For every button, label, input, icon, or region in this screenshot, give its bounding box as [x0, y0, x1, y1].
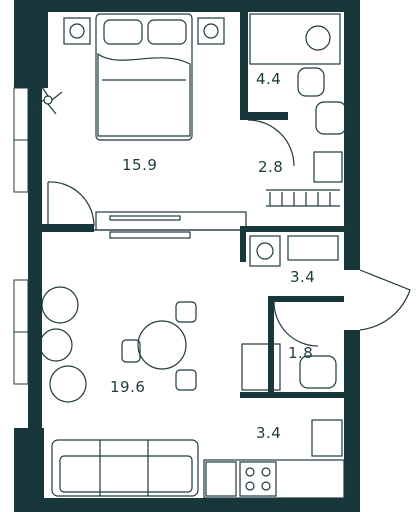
radiator — [266, 189, 340, 207]
walls — [14, 0, 360, 512]
chair-1 — [175, 301, 197, 323]
nightstand-right — [197, 17, 225, 45]
room-area-bathroom-top: 4.4 — [256, 70, 282, 88]
shower — [249, 13, 341, 65]
room-area-corridor: 2.8 — [258, 158, 284, 176]
lamp-left-icon — [69, 23, 85, 39]
toilet-bottom — [299, 355, 337, 389]
sink-top — [315, 101, 347, 135]
chair-3 — [175, 369, 197, 391]
wall-bath2-left — [268, 296, 274, 396]
door-entrance — [359, 269, 411, 331]
windows — [13, 87, 29, 385]
wall-bath-bottom — [248, 112, 288, 120]
toilet-top — [297, 67, 325, 97]
room-area-living-room: 19.6 — [110, 378, 146, 396]
shoe-rack — [287, 235, 339, 261]
wall-bath-left — [240, 10, 248, 120]
washing-machine — [249, 235, 281, 267]
wall-mid-left — [42, 224, 94, 232]
water-heater — [313, 151, 343, 183]
fan-icon — [33, 83, 63, 115]
window-1 — [13, 87, 29, 141]
wall-laundry-left — [240, 226, 246, 262]
room-area-kitchen: 3.4 — [256, 424, 282, 442]
wall-right-lower — [344, 330, 360, 512]
door-bath-top — [247, 119, 295, 167]
dining-table — [137, 320, 187, 370]
wall-bath2-bottom — [240, 392, 344, 398]
wardrobe — [94, 211, 350, 239]
window-4 — [13, 331, 29, 385]
bed — [95, 13, 193, 141]
wall-bottom-left — [14, 428, 44, 512]
window-2 — [13, 139, 29, 193]
wall-right-upper — [344, 0, 360, 270]
sink-bottom — [241, 343, 281, 391]
sofa — [51, 439, 199, 497]
wall-laundry-top — [240, 226, 350, 232]
armchair-top — [41, 286, 79, 324]
room-area-bedroom: 15.9 — [122, 156, 158, 174]
wall-top — [14, 0, 360, 12]
kitchen-counter — [203, 419, 345, 499]
armchair-bottom — [49, 365, 87, 403]
chair-2 — [121, 339, 141, 363]
door-bedroom — [47, 181, 95, 227]
wall-left — [28, 80, 42, 430]
room-area-laundry-hall: 3.4 — [290, 268, 316, 286]
wall-bottom — [14, 498, 360, 512]
lamp-right-icon — [203, 23, 219, 39]
wall-bath2-top — [268, 296, 344, 302]
wall-top-left — [14, 0, 48, 88]
fixtures — [33, 13, 411, 499]
side-table — [39, 328, 73, 362]
door-bath-bottom — [273, 301, 319, 347]
nightstand-left — [63, 17, 91, 45]
window-3 — [13, 279, 29, 333]
room-area-bathroom-bottom: 1.8 — [288, 344, 314, 362]
